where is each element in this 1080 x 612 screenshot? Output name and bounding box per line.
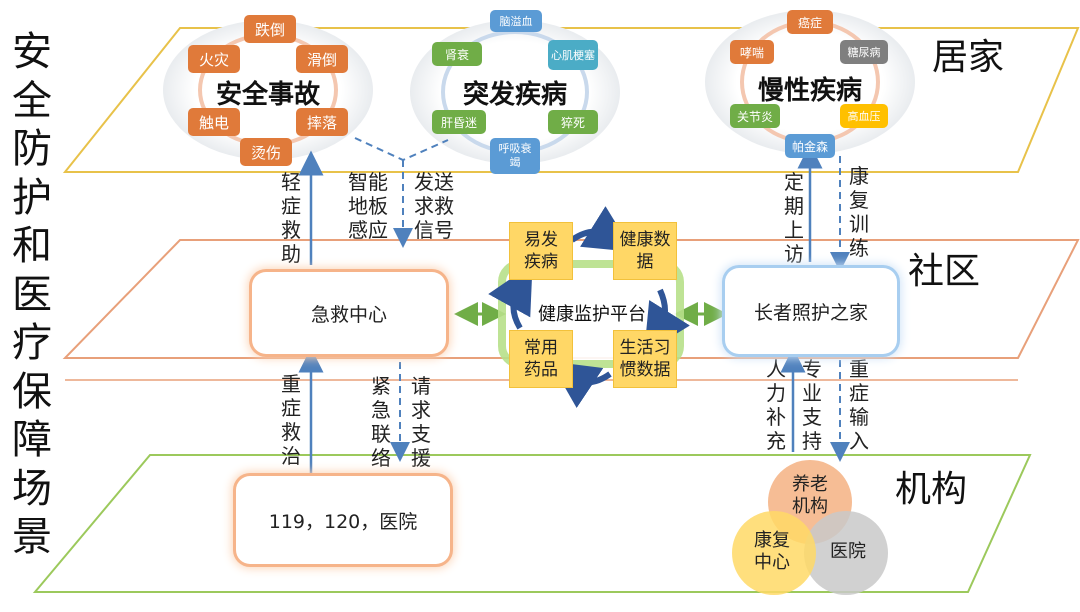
label-severe-treat: 重症救治 (281, 372, 301, 468)
emergency-hospital-box: 119，120，医院 (236, 476, 450, 564)
emergency-item: 肾衰 (432, 42, 482, 66)
emergency-item: 肝昏迷 (432, 110, 486, 134)
cycle-item-illness-text: 易发疾病 (524, 230, 558, 272)
plane-label-community: 社区 (908, 251, 981, 292)
emergency-title: 突发疾病 (462, 80, 567, 110)
health-platform: 健康监护平台 (538, 304, 646, 325)
label-regular-visit: 定期上访 (784, 170, 804, 266)
chronic-item: 糖尿病 (840, 40, 888, 64)
cycle-arrow-right (644, 288, 690, 354)
chronic-item: 高血压 (840, 104, 888, 128)
emergency-item: 脑溢血 (490, 10, 542, 32)
label-severe-input: 重症输入 (849, 357, 869, 453)
cycle-item-medicine: 常用药品 (509, 330, 573, 388)
safety-title: 安全事故 (215, 80, 320, 110)
side-title: 安全防护和医疗保障场景 (12, 29, 52, 560)
label-smart-floor-text: 智能地板感应 (348, 170, 388, 242)
chronic-item: 哮喘 (730, 40, 774, 64)
elder-care-home: 长者照护之家 (725, 268, 897, 354)
venn-hospital (804, 511, 888, 595)
safety-item: 摔落 (296, 108, 348, 136)
safety-item: 火灾 (188, 45, 240, 73)
cycle-item-medicine-text: 常用药品 (524, 338, 558, 380)
plane-label-home: 居家 (932, 37, 1005, 78)
cycle-arrow-bottom (550, 361, 612, 408)
safety-item: 跌倒 (244, 15, 296, 43)
chronic-item: 关节炎 (730, 104, 780, 128)
label-request-support: 请求支援 (411, 374, 431, 470)
safety-item: 烫伤 (240, 138, 292, 166)
emergency-item: 猝死 (548, 110, 598, 134)
venn-rehab-center (732, 511, 816, 595)
chronic-item: 帕金森 (785, 134, 835, 158)
chronic-item: 癌症 (787, 10, 833, 34)
cycle-arrow-top (570, 206, 634, 252)
label-pro-support: 专业支持 (802, 357, 822, 453)
venn-label-elder: 养老机构 (786, 474, 834, 518)
venn-label-elder-text: 养老机构 (792, 474, 828, 517)
cycle-arrow-left (488, 263, 533, 330)
cycle-item-habit-data: 生活习惯数据 (613, 330, 677, 388)
label-rehab: 康复训练 (849, 164, 869, 260)
emergency-item: 心肌梗塞 (548, 40, 598, 70)
venn-label-hospital: 医院 (830, 541, 866, 562)
label-send-help-text: 发送求救信号 (414, 170, 454, 242)
cycle-item-illness: 易发疾病 (509, 222, 573, 280)
label-manpower: 人力补充 (766, 357, 786, 453)
cycle-item-habit-data-text: 生活习惯数据 (619, 338, 671, 380)
cycle-item-health-data-text: 健康数据 (619, 230, 671, 272)
chronic-title: 慢性疾病 (757, 76, 862, 106)
label-send-help: 发送求救信号 (414, 170, 454, 242)
emergency-item: 呼吸衰竭 (490, 138, 540, 174)
venn-label-rehab-text: 康复中心 (754, 530, 790, 573)
cycle-item-health-data: 健康数据 (613, 222, 677, 280)
venn-label-rehab: 康复中心 (748, 530, 796, 574)
label-light-rescue: 轻症救助 (281, 170, 301, 266)
safety-item: 滑倒 (296, 45, 348, 73)
label-smart-floor: 智能地板感应 (348, 170, 388, 242)
safety-item: 触电 (188, 108, 240, 136)
plane-label-institution: 机构 (895, 469, 968, 510)
label-urgent-contact: 紧急联络 (371, 374, 391, 470)
first-aid-center: 急救中心 (252, 272, 446, 354)
